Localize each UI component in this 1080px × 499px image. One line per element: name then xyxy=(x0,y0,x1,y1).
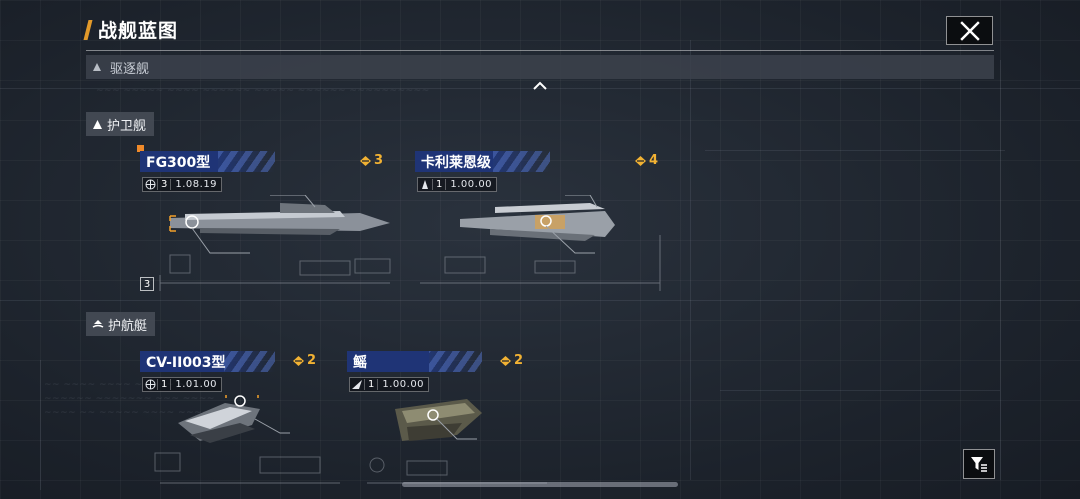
ship-version: 1.00.00 xyxy=(382,379,425,390)
ship-name: FG300型 xyxy=(146,155,211,171)
ship-blueprint-cv-ii003 xyxy=(154,395,340,484)
close-icon xyxy=(959,20,980,41)
ship-tier: 1 xyxy=(364,379,379,390)
title-accent xyxy=(83,20,93,40)
blueprint-count: 4 xyxy=(634,153,658,168)
blueprint-count-icon xyxy=(635,155,646,166)
blueprint-count-icon xyxy=(360,155,371,166)
ship-version: 1.08.19 xyxy=(175,179,218,190)
escort-class-icon xyxy=(92,319,104,328)
blueprint-count-icon xyxy=(500,355,511,366)
section-label: 护航艇 xyxy=(108,318,148,334)
collapse-button[interactable] xyxy=(530,80,550,92)
close-button[interactable] xyxy=(946,16,993,45)
ship-tier: 1 xyxy=(432,179,447,190)
ship-blueprint-fg300 xyxy=(159,195,391,291)
section-header-escort[interactable]: 护航艇 xyxy=(86,312,156,336)
header-divider xyxy=(86,50,994,51)
ship-stats: 1 1.01.00 xyxy=(142,377,223,392)
ship-version: 1.00.00 xyxy=(450,179,493,190)
ship-card-ray[interactable]: 鳐 2 1 1.00.00 xyxy=(347,351,607,493)
category-triangle-icon xyxy=(93,63,101,71)
chevron-up-icon xyxy=(533,81,547,90)
blueprint-count-icon xyxy=(293,355,304,366)
category-label: 驱逐舰 xyxy=(110,61,150,77)
ship-card-fg300[interactable]: FG300型 3 3 1.08.19 3 xyxy=(137,145,400,293)
ship-stats: 1 1.00.00 xyxy=(349,377,430,392)
horizontal-scrollbar[interactable] xyxy=(402,482,678,487)
blueprint-count: 2 xyxy=(499,353,523,368)
ship-stats: 1 1.00.00 xyxy=(417,177,498,192)
filter-icon xyxy=(971,457,987,472)
blueprint-count: 2 xyxy=(292,353,316,368)
section-label: 护卫舰 xyxy=(107,118,147,134)
frigate-class-icon xyxy=(93,119,102,129)
ship-version: 1.01.00 xyxy=(175,379,218,390)
ship-tier: 1 xyxy=(157,379,172,390)
ship-card-kalilein[interactable]: 卡利莱恩级 4 1 1.00.00 xyxy=(415,151,675,293)
ship-blueprint-kalilein xyxy=(420,195,661,291)
globe-icon xyxy=(143,178,157,191)
ship-name: 卡利莱恩级 xyxy=(421,155,491,171)
ship-name: 鳐 xyxy=(353,355,367,371)
category-bar-destroyer[interactable]: 驱逐舰 xyxy=(86,55,994,79)
ship-name: CV-II003型 xyxy=(146,355,226,371)
ship-blueprint-ray xyxy=(367,399,547,484)
filter-button[interactable] xyxy=(963,449,995,479)
globe-icon xyxy=(143,378,157,391)
ship-stats: 3 1.08.19 xyxy=(142,177,223,192)
ship-silhouette-icon xyxy=(418,178,432,191)
wing-icon xyxy=(350,378,364,391)
blueprint-count: 3 xyxy=(359,153,383,168)
selected-marker xyxy=(137,145,144,152)
ship-tier: 3 xyxy=(157,179,172,190)
page-title: 战舰蓝图 xyxy=(98,20,179,42)
variant-count: 3 xyxy=(140,277,154,291)
section-header-frigate[interactable]: 护卫舰 xyxy=(86,112,155,136)
ship-card-cv-ii003[interactable]: CV-II003型 2 1 1.01.00 xyxy=(140,351,400,493)
